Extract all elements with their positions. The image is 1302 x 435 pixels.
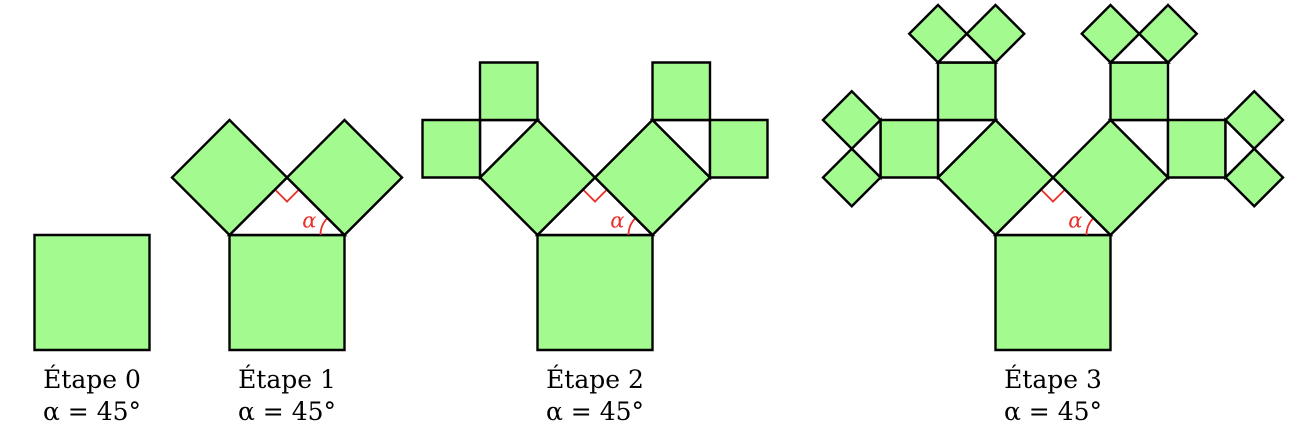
stage-3-title: Étape 3	[1004, 365, 1102, 394]
stage-2-tree: α	[421, 61, 769, 352]
square-level-3	[1080, 3, 1141, 65]
stage-1-tree: α	[170, 118, 404, 352]
square-level-2	[1166, 118, 1227, 179]
square-level-2	[879, 118, 940, 179]
square-level-2	[651, 61, 712, 122]
square-level-3	[1223, 147, 1285, 208]
angle-alpha-label: α	[610, 208, 624, 232]
stage-0-angle: α = 45°	[43, 397, 141, 426]
stage-0-tree	[33, 233, 151, 352]
stage-0-title: Étape 0	[43, 365, 141, 394]
stage-1-angle: α = 45°	[238, 397, 336, 426]
right-angle-marker	[274, 188, 300, 203]
stage-3-angle: α = 45°	[1004, 397, 1102, 426]
angle-alpha-label: α	[1068, 208, 1082, 232]
square-level-2	[1109, 61, 1170, 122]
square-level-3	[821, 89, 883, 151]
stage-2-angle: α = 45°	[546, 397, 644, 426]
square-level-0	[994, 233, 1112, 352]
square-level-3	[907, 3, 969, 65]
square-level-3	[1137, 3, 1199, 65]
square-level-0	[33, 233, 151, 352]
right-angle-marker	[1040, 188, 1066, 203]
angle-alpha-label: α	[302, 208, 316, 232]
square-level-3	[1223, 89, 1285, 151]
stage-2-title: Étape 2	[546, 365, 644, 394]
square-level-0	[228, 233, 346, 352]
square-level-2	[936, 61, 997, 122]
square-level-1	[170, 118, 289, 237]
stage-1-title: Étape 1	[238, 365, 336, 394]
square-level-2	[478, 61, 539, 122]
square-level-2	[708, 118, 769, 179]
square-level-3	[965, 3, 1026, 65]
square-level-2	[421, 118, 482, 179]
right-angle-marker	[582, 188, 608, 203]
square-level-0	[536, 233, 654, 352]
square-level-1	[285, 118, 404, 237]
square-level-3	[821, 147, 883, 208]
stage-3-tree: α	[821, 3, 1285, 352]
